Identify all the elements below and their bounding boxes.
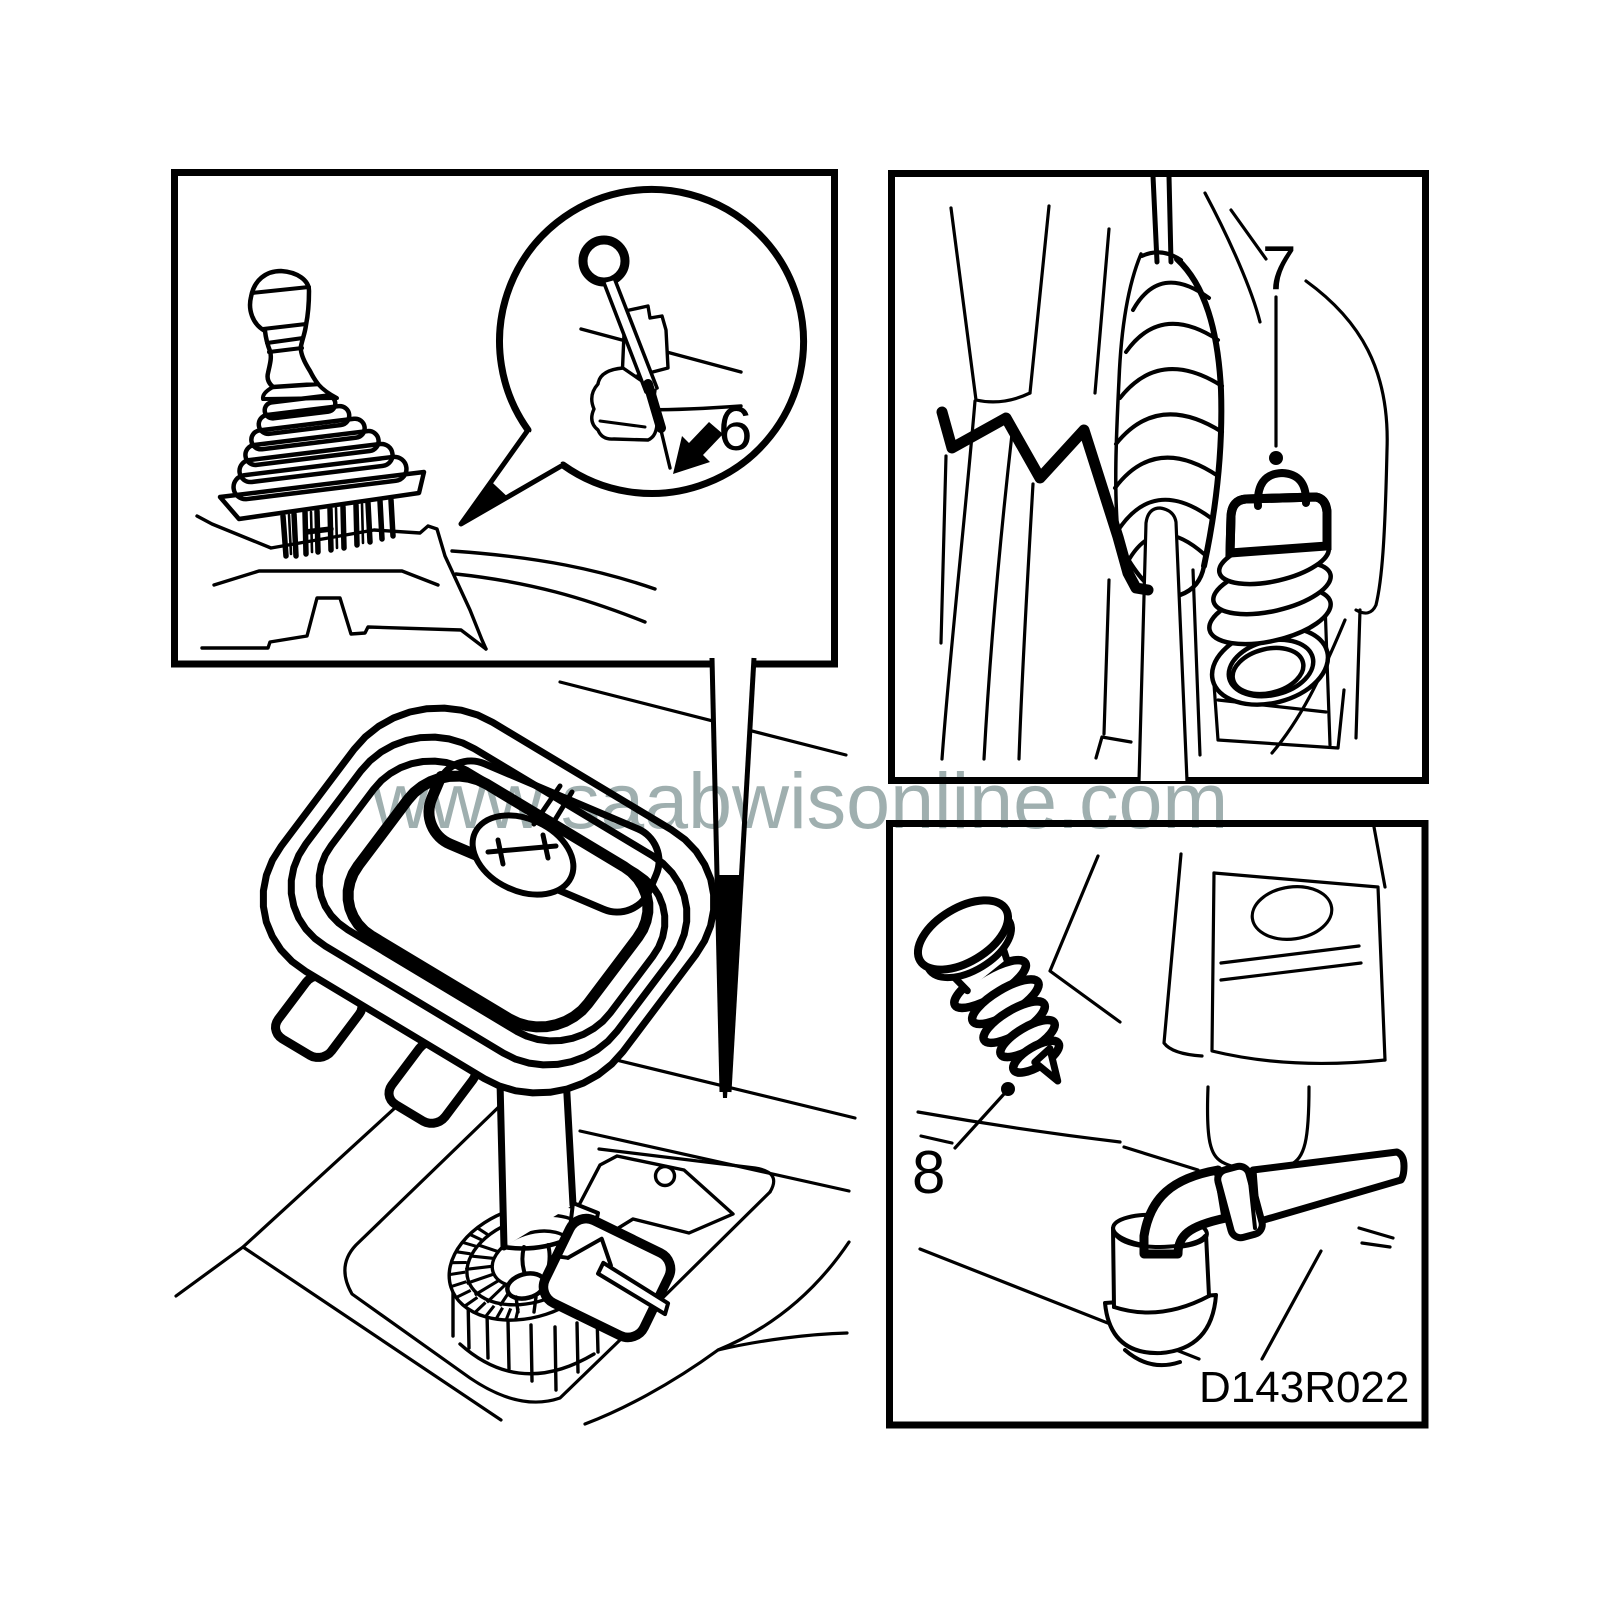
svg-text:6: 6 bbox=[718, 395, 752, 464]
svg-text:7: 7 bbox=[1262, 234, 1296, 303]
svg-text:www.saabwisonline.com: www.saabwisonline.com bbox=[371, 756, 1228, 845]
svg-text:8: 8 bbox=[912, 1139, 945, 1206]
svg-text:D143R022: D143R022 bbox=[1199, 1363, 1409, 1412]
